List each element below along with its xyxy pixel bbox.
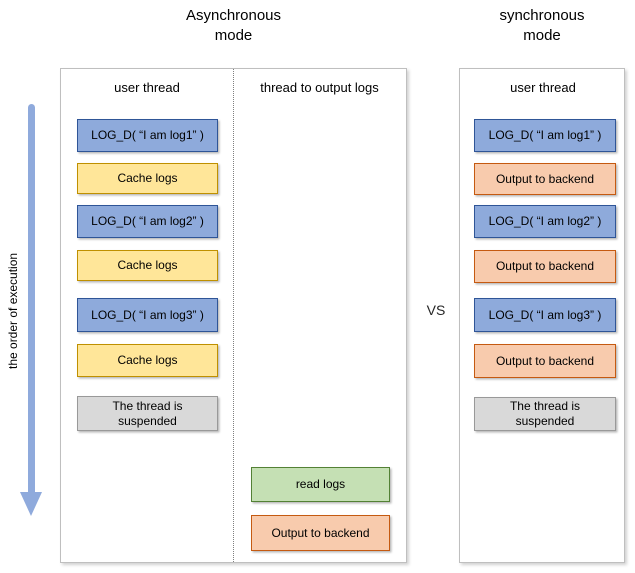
output-backend-box: Output to backend	[251, 515, 390, 551]
cache-logs-box: Cache logs	[77, 344, 218, 377]
log-call-box: LOG_D( “I am log1” )	[77, 119, 218, 152]
log-call-box: LOG_D( “I am log3” )	[474, 298, 616, 332]
execution-order-label: the order of execution	[6, 252, 20, 370]
output-backend-box: Output to backend	[474, 250, 616, 283]
thread-suspended-box: The thread is suspended	[77, 396, 218, 431]
output-backend-box: Output to backend	[474, 163, 616, 195]
column-header-user-thread: user thread	[510, 80, 576, 95]
column-header-output-thread: thread to output logs	[260, 80, 379, 95]
async-panel: user thread thread to output logs LOG_D(…	[60, 68, 407, 563]
execution-order-arrow-icon	[28, 104, 35, 494]
log-call-box: LOG_D( “I am log2” )	[474, 205, 616, 238]
cache-logs-box: Cache logs	[77, 250, 218, 281]
log-call-box: LOG_D( “I am log1” )	[474, 119, 616, 152]
column-header-user-thread: user thread	[114, 80, 180, 95]
output-backend-box: Output to backend	[474, 344, 616, 378]
read-logs-box: read logs	[251, 467, 390, 502]
sync-panel: user thread LOG_D( “I am log1” ) Output …	[459, 68, 625, 563]
sync-mode-title: synchronous mode	[499, 7, 585, 44]
cache-logs-box: Cache logs	[77, 163, 218, 194]
async-mode-title: Asynchronous mode	[185, 7, 282, 44]
execution-order-arrowhead-icon	[20, 492, 42, 516]
log-call-box: LOG_D( “I am log2” )	[77, 205, 218, 238]
vs-label: VS	[426, 302, 446, 318]
log-call-box: LOG_D( “I am log3” )	[77, 298, 218, 332]
thread-divider	[233, 69, 234, 562]
thread-suspended-box: The thread is suspended	[474, 397, 616, 431]
